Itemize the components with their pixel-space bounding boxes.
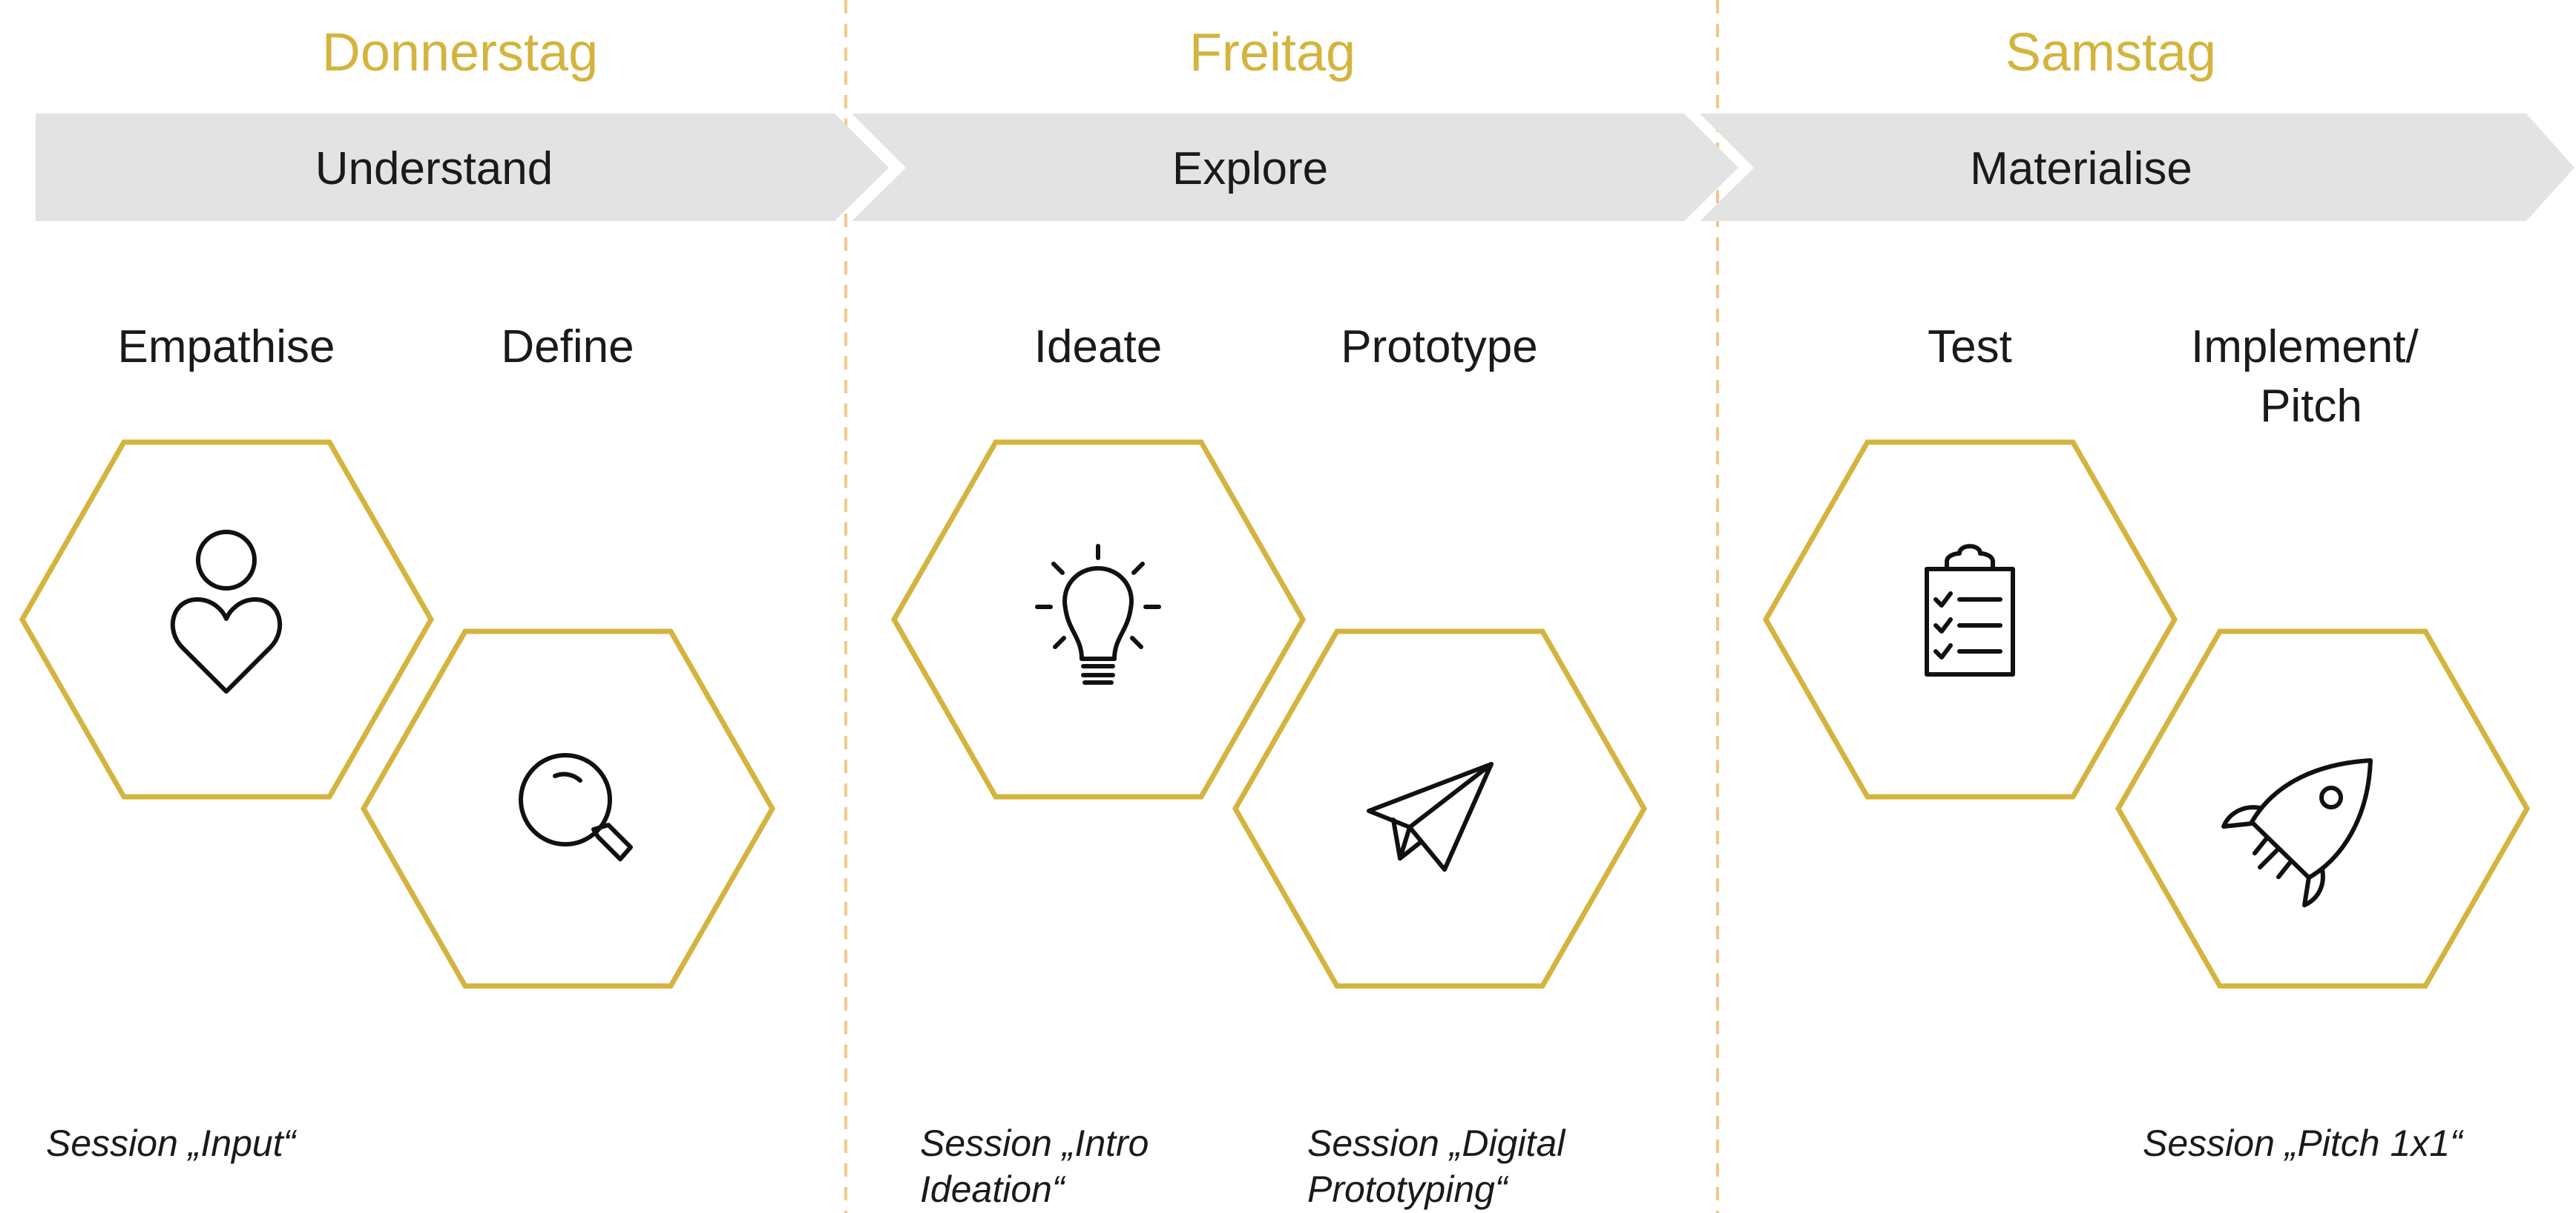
lightbulb-icon xyxy=(1035,544,1161,685)
hexagon-ideate xyxy=(890,439,1307,800)
day-header-friday: Freitag xyxy=(1189,23,1356,82)
rocket-icon xyxy=(2221,758,2373,907)
step-label-implement-line-1: Implement/ xyxy=(2191,321,2419,372)
day-header-saturday: Samstag xyxy=(2005,23,2216,82)
magnifier-icon xyxy=(519,753,633,861)
hexagon-prototype xyxy=(1232,628,1648,989)
phase-label-explore: Explore xyxy=(1172,143,1328,194)
step-label-implement-pitch: Implement/ Pitch xyxy=(2191,321,2431,432)
session-note-digital-prototyping: Session „Digital Prototyping“ xyxy=(1307,1122,1575,1210)
step-label-implement-line-2: Pitch xyxy=(2260,381,2362,432)
hexagon-test xyxy=(1762,439,2178,800)
day-header-thursday: Donnerstag xyxy=(322,23,598,82)
session-note-input: Session „Input“ xyxy=(46,1122,298,1164)
phase-arrow-understand xyxy=(36,114,889,221)
hexagon-empathise xyxy=(19,439,435,800)
session-note-intro-ideation: Session „Intro Ideation“ xyxy=(920,1122,1159,1210)
step-label-define: Define xyxy=(501,321,634,372)
hexagon-implement xyxy=(2115,628,2531,989)
session-note-digital-line-2: Prototyping“ xyxy=(1307,1168,1509,1210)
clipboard-checklist-icon xyxy=(1925,544,2015,677)
session-note-pitch: Session „Pitch 1x1“ xyxy=(2143,1122,2464,1164)
phase-label-materialise: Materialise xyxy=(1970,143,2192,194)
phase-arrow-explore xyxy=(852,114,1738,221)
step-label-empathise: Empathise xyxy=(118,321,335,372)
phase-arrow-materialise xyxy=(1700,114,2575,221)
person-heart-icon xyxy=(170,530,283,694)
step-label-ideate: Ideate xyxy=(1034,321,1162,372)
hexagon-define xyxy=(360,628,776,989)
session-note-intro-line-1: Session „Intro xyxy=(920,1122,1149,1164)
session-note-intro-line-2: Ideation“ xyxy=(920,1168,1066,1210)
step-label-prototype: Prototype xyxy=(1341,321,1537,372)
phase-label-understand: Understand xyxy=(315,143,553,194)
session-note-digital-line-1: Session „Digital xyxy=(1307,1122,1566,1164)
step-label-test: Test xyxy=(1928,321,2012,372)
paper-plane-icon xyxy=(1367,762,1494,872)
